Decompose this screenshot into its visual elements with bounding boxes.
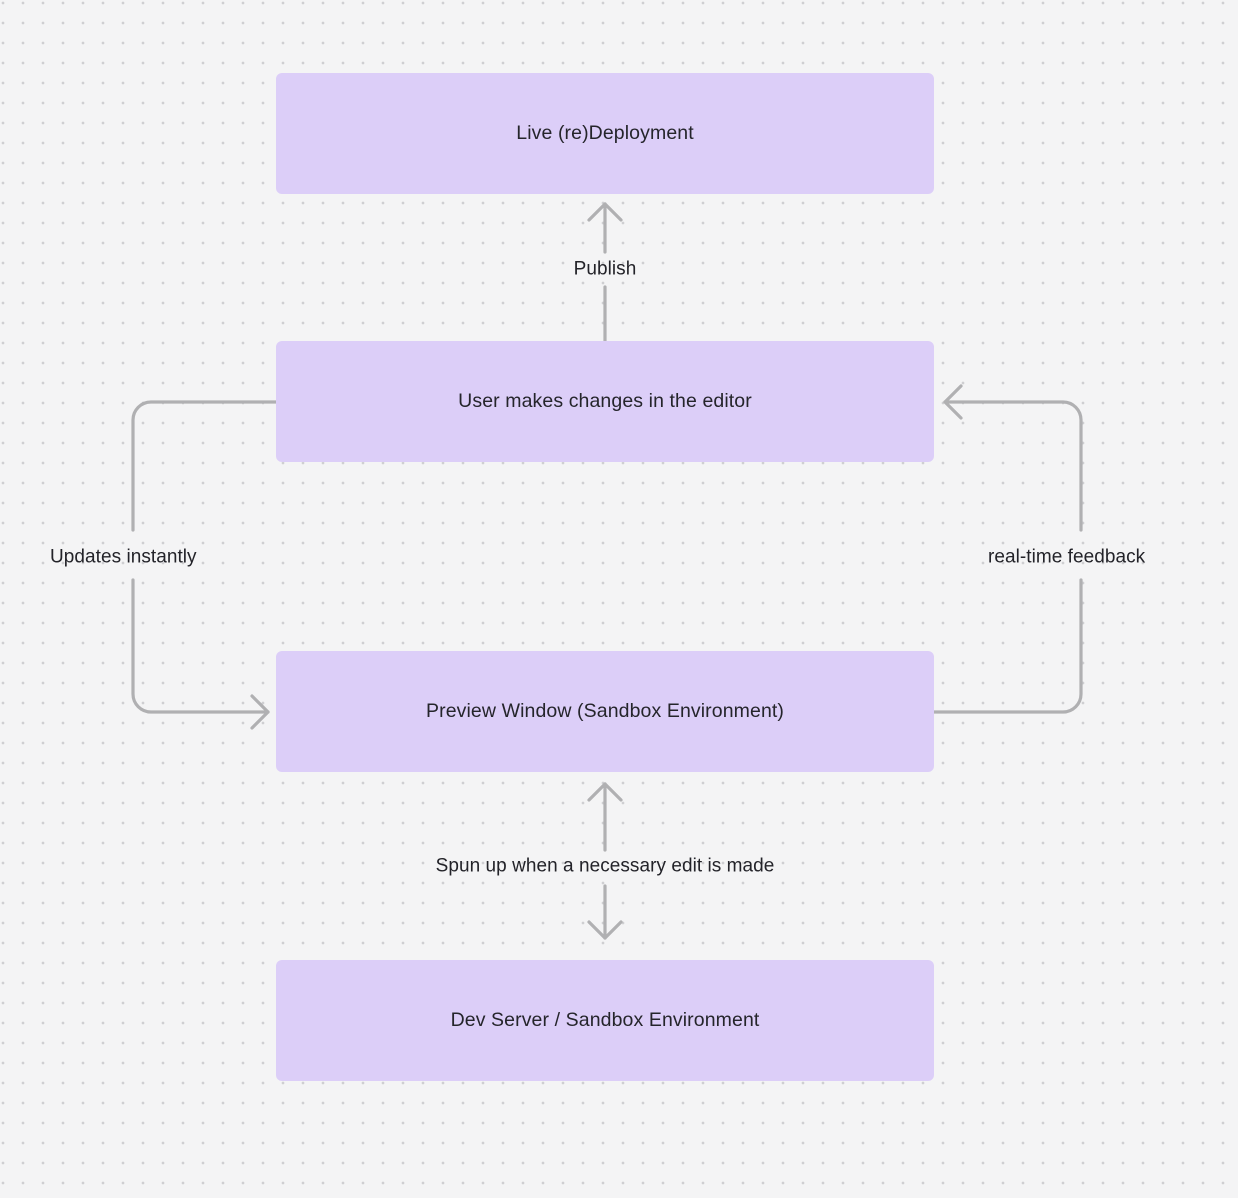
node-preview-window[interactable]: Preview Window (Sandbox Environment) <box>276 651 934 772</box>
node-user-edits[interactable]: User makes changes in the editor <box>276 341 934 462</box>
edge-updates-instantly-lower-segment <box>131 578 270 714</box>
edge-real-time-feedback-arrowhead <box>943 384 963 420</box>
node-live-deployment-label: Live (re)Deployment <box>516 121 694 144</box>
edge-label-updates-instantly: Updates instantly <box>50 546 197 568</box>
edge-publish-arrowhead <box>587 202 623 222</box>
edge-spun-up-up-arrowhead <box>587 782 623 802</box>
node-live-deployment[interactable]: Live (re)Deployment <box>276 73 934 194</box>
edge-label-publish: Publish <box>573 258 637 280</box>
node-user-edits-label: User makes changes in the editor <box>458 389 752 412</box>
edge-real-time-feedback-upper-segment <box>943 400 1083 532</box>
edge-label-real-time-feedback: real-time feedback <box>988 546 1146 568</box>
node-dev-server-label: Dev Server / Sandbox Environment <box>450 1008 760 1031</box>
node-dev-server[interactable]: Dev Server / Sandbox Environment <box>276 960 934 1081</box>
edge-updates-instantly-upper-segment <box>131 400 278 532</box>
edge-label-spun-up: Spun up when a necessary edit is made <box>435 855 775 877</box>
edge-real-time-feedback-lower-segment <box>931 578 1083 714</box>
node-preview-window-label: Preview Window (Sandbox Environment) <box>426 699 784 722</box>
edge-spun-up-down-arrowhead <box>587 920 623 940</box>
edge-updates-instantly-arrowhead <box>250 694 270 730</box>
